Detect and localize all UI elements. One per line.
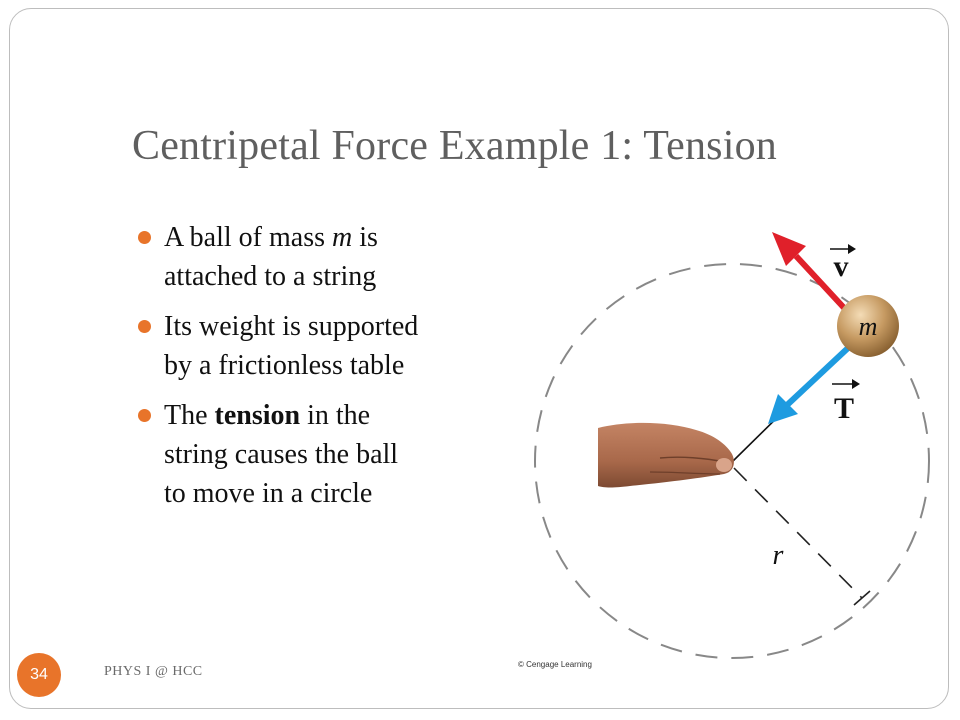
bullet-text-segment: A ball of mass xyxy=(164,222,332,253)
bullet-text-segment: is xyxy=(352,222,378,253)
bullet-item: A ball of mass m is attached to a string xyxy=(138,218,518,296)
bullet-text-segment: tension xyxy=(214,400,301,431)
velocity-arrow xyxy=(772,232,849,313)
radius-end-tick xyxy=(853,590,871,606)
bullet-line: attached to a string xyxy=(164,257,518,296)
centripetal-diagram: m v T r xyxy=(534,232,930,659)
bullet-dot-icon xyxy=(138,320,151,333)
bullet-line: Its weight is supported xyxy=(164,307,518,346)
hand-icon xyxy=(598,422,734,488)
bullet-text-segment: m xyxy=(332,222,353,253)
bullet-line: by a frictionless table xyxy=(164,346,518,385)
bullet-item: The tension in the string causes the ball… xyxy=(138,396,518,513)
radius-label: r xyxy=(773,540,784,571)
bullet-item: Its weight is supported by a frictionless… xyxy=(138,307,518,385)
bullet-dot-icon xyxy=(138,231,151,244)
circular-path xyxy=(534,263,930,659)
ball xyxy=(837,295,899,357)
bullet-text-segment: Its weight is supported xyxy=(164,311,419,342)
bullet-text-segment: to move in a circle xyxy=(164,478,373,509)
tension-arrow xyxy=(768,345,851,424)
page-number-badge: 34 xyxy=(17,653,61,697)
radius-line xyxy=(733,467,863,599)
image-credit: © Cengage Learning xyxy=(518,660,592,669)
bullet-line: string causes the ball xyxy=(164,435,518,474)
bullet-text-segment: by a frictionless table xyxy=(164,350,405,381)
bullet-line: The tension in the xyxy=(164,396,518,435)
bullet-dot-icon xyxy=(138,409,151,422)
bullet-line: A ball of mass m is xyxy=(164,218,518,257)
bullet-text-segment: string causes the ball xyxy=(164,439,399,470)
tension-label: T xyxy=(834,392,854,425)
bullet-line: to move in a circle xyxy=(164,474,518,513)
velocity-label: v xyxy=(834,250,849,283)
velocity-label-group: v xyxy=(830,244,856,283)
slide-frame xyxy=(9,8,949,709)
footer-text: PHYS I @ HCC xyxy=(104,664,203,679)
bullet-text-segment: in the xyxy=(300,400,371,431)
tension-label-group: T xyxy=(832,379,860,425)
bullet-text-segment: The xyxy=(164,400,215,431)
ball-label: m xyxy=(859,312,878,341)
bullet-text-segment: attached to a string xyxy=(164,261,377,292)
slide-title: Centripetal Force Example 1: Tension xyxy=(132,123,777,169)
